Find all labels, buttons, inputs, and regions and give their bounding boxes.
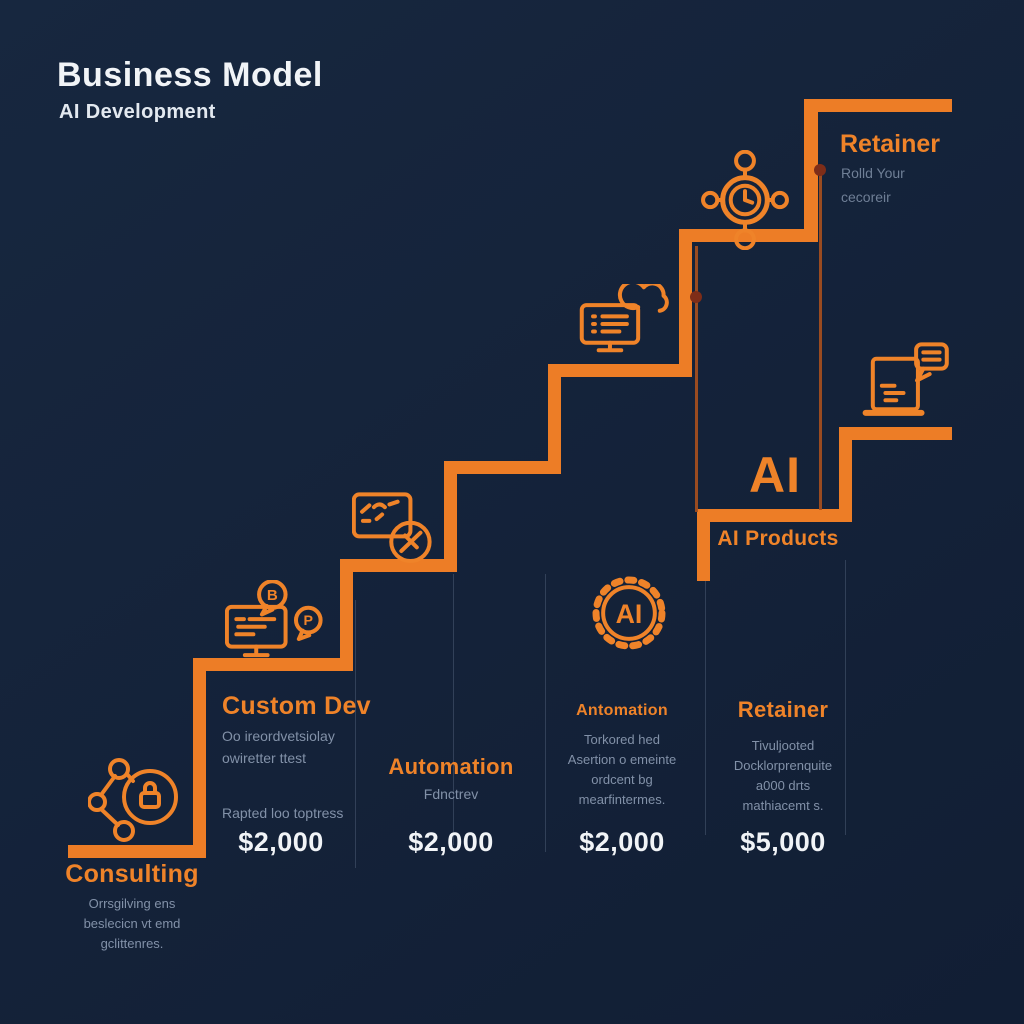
top-right-stage-description: Rolld Your cecoreir bbox=[841, 165, 905, 205]
connector-dot bbox=[814, 164, 826, 176]
connector-dot bbox=[690, 291, 702, 303]
page-title: Business Model bbox=[57, 56, 323, 94]
stage-description: Torkored hed Asertion o emeinte ordcent … bbox=[567, 732, 677, 808]
stage-label-automation: Automation bbox=[388, 754, 514, 779]
page-subtitle: AI Development bbox=[59, 101, 216, 123]
stage-description: Fdnctrev bbox=[423, 786, 479, 802]
stage-description: Oo ireordvetsiolay owiretter ttest bbox=[222, 728, 335, 766]
staircase-segment bbox=[193, 658, 206, 858]
ai-headline: AI bbox=[749, 447, 801, 503]
ai-gear-icon: AI bbox=[588, 572, 670, 654]
monitor-tool-badge-icon bbox=[352, 492, 436, 568]
staircase-segment bbox=[697, 509, 710, 581]
staircase-segment bbox=[804, 99, 818, 242]
column-divider bbox=[453, 574, 454, 845]
laptop-chat-icon bbox=[862, 340, 954, 428]
cloud-monitor-icon bbox=[578, 284, 672, 362]
staircase-segment bbox=[839, 427, 852, 522]
column-divider bbox=[845, 560, 846, 835]
stage-price: $2,000 bbox=[579, 827, 665, 857]
stage-label-consulting: Consulting bbox=[65, 860, 199, 888]
hub-clock-icon bbox=[700, 150, 790, 250]
staircase-segment bbox=[340, 559, 353, 671]
monitor-chat-bubbles-icon: B P bbox=[225, 580, 331, 664]
ai-products-label: AI Products bbox=[717, 527, 839, 550]
column-divider bbox=[705, 581, 706, 835]
staircase-segment bbox=[804, 99, 952, 112]
svg-text:P: P bbox=[304, 613, 313, 629]
column-divider bbox=[545, 574, 546, 852]
stage-note: Rapted loo toptress bbox=[222, 805, 344, 821]
staircase-segment bbox=[697, 509, 852, 522]
staircase-segment bbox=[548, 364, 561, 474]
svg-text:B: B bbox=[267, 587, 278, 604]
staircase-segment bbox=[340, 559, 457, 572]
staircase-segment bbox=[68, 845, 205, 858]
connector-line bbox=[695, 246, 698, 512]
staircase-segment bbox=[444, 461, 561, 474]
staircase-segment bbox=[548, 364, 692, 377]
stage-description: Tivuljooted Docklorprenquite a000 drts m… bbox=[733, 738, 833, 814]
stage-price: $5,000 bbox=[740, 827, 826, 857]
staircase-segment bbox=[839, 427, 952, 440]
connector-line bbox=[819, 170, 822, 510]
column-divider bbox=[355, 600, 356, 868]
stage-price: $2,000 bbox=[238, 827, 324, 857]
stage-description: Orrsgilving ens beslecicn vt emd gclitte… bbox=[83, 896, 181, 952]
staircase-segment bbox=[193, 658, 349, 671]
stage-price: $2,000 bbox=[408, 827, 494, 857]
staircase-segment bbox=[679, 229, 818, 242]
network-share-lock-icon bbox=[88, 757, 184, 845]
stage-label-antomation: Antomation bbox=[576, 702, 668, 719]
top-right-stage-label: Retainer bbox=[840, 130, 941, 158]
stage-label-custom-dev: Custom Dev bbox=[222, 692, 371, 720]
staircase-segment bbox=[679, 229, 692, 377]
stage-label-retainer: Retainer bbox=[737, 697, 829, 722]
svg-text:AI: AI bbox=[616, 599, 643, 629]
staircase-segment bbox=[444, 461, 457, 572]
